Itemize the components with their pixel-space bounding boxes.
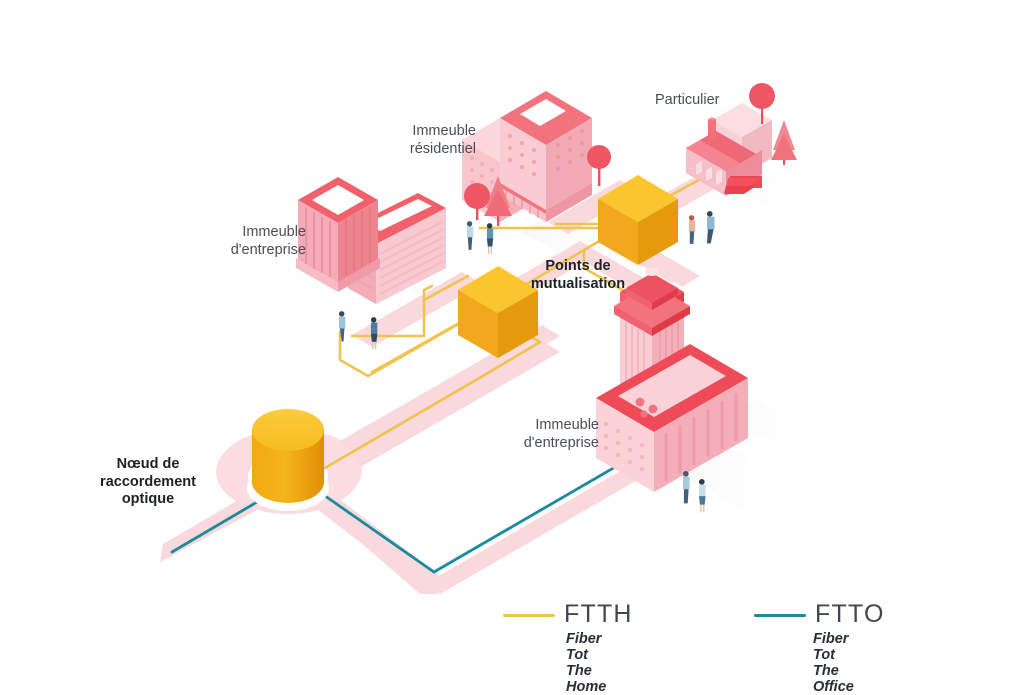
label-immeuble-entreprise-left: Immeuble d'entreprise (230, 224, 306, 258)
label-immeuble-entreprise-right: Immeuble d'entreprise (523, 417, 599, 451)
legend-line-ftto (754, 614, 806, 617)
label-noeud-de-raccordement-optique: Nœud de raccordement optique (100, 456, 196, 508)
trees-residential (464, 145, 611, 226)
legend-line-ftth (503, 614, 555, 617)
point-mutualisation-cube-lower (458, 266, 538, 358)
legend-title-ftto: FTTO (815, 600, 885, 628)
noeud-raccordement-optique (247, 409, 329, 511)
legend-subtitle-ftto: Fiber Tot The Office (813, 631, 854, 695)
cube-faces (458, 266, 538, 358)
particulier-house (686, 83, 797, 196)
legend-title-ftth: FTTH (564, 600, 633, 628)
point-mutualisation-cube-upper (598, 175, 678, 265)
immeuble-entreprise-right-building (596, 268, 748, 492)
legend: FTTH Fiber Tot The Home FTTO Fiber Tot T… (0, 598, 1024, 695)
label-points-de-mutualisation: Points de mutualisation (530, 258, 626, 292)
immeuble-residentiel-building (462, 91, 592, 222)
label-particulier: Particulier (655, 92, 720, 108)
people-figures (338, 211, 715, 513)
legend-subtitle-ftth: Fiber Tot The Home (566, 631, 607, 695)
immeuble-entreprise-left-building (296, 177, 446, 304)
label-immeuble-residentiel: Immeuble résidentiel (409, 123, 476, 157)
